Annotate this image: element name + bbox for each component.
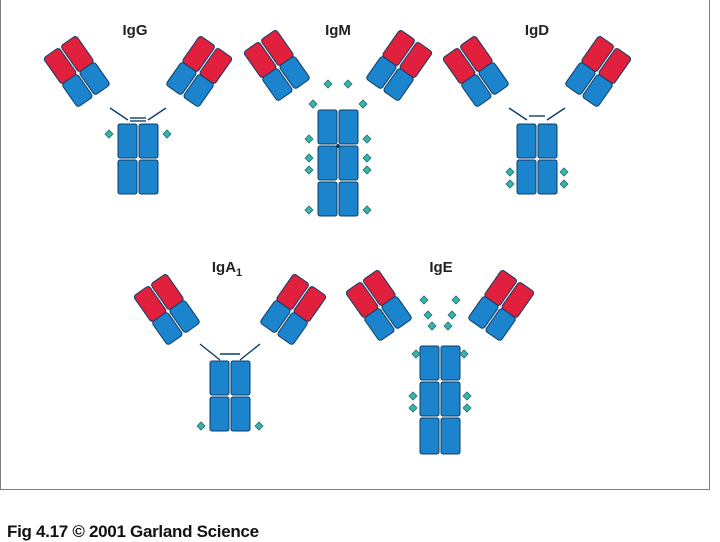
hinge-region xyxy=(109,107,167,122)
antibody-label-igd: IgD xyxy=(525,22,549,39)
fab-arm-left xyxy=(242,28,311,102)
antibody-igg: IgG xyxy=(42,22,234,195)
fc-stem xyxy=(209,360,251,432)
fab-arm-left xyxy=(441,34,510,108)
fab-arm-right xyxy=(564,34,633,108)
fab-arm-right xyxy=(467,268,536,342)
antibody-label-igm: IgM xyxy=(325,22,351,39)
glycan-group xyxy=(196,421,264,431)
fc-stem xyxy=(317,109,359,217)
glycan-group xyxy=(408,295,472,413)
antibody-igm: IgM xyxy=(242,22,434,217)
antibody-label-iga1: IgA1 xyxy=(212,259,242,279)
fab-arm-right xyxy=(165,34,234,108)
glycan-group xyxy=(104,129,172,139)
fc-stem xyxy=(419,345,461,455)
hinge-region xyxy=(199,343,261,361)
fab-arm-left xyxy=(42,34,111,108)
fab-arm-right xyxy=(259,272,328,346)
fab-arm-left xyxy=(344,268,413,342)
antibody-label-igg: IgG xyxy=(123,22,148,39)
glycan-group xyxy=(505,167,569,189)
hinge-region xyxy=(508,107,566,121)
glycan-group xyxy=(304,79,372,215)
fc-stem xyxy=(117,123,159,195)
antibody-igd: IgD xyxy=(441,22,633,195)
fab-arm-left xyxy=(132,272,201,346)
fc-stem xyxy=(516,123,558,195)
figure-caption: Fig 4.17 © 2001 Garland Science xyxy=(7,522,259,541)
fab-arm-right xyxy=(365,28,434,102)
antibody-iga1: IgA1 xyxy=(132,259,328,432)
antibody-ige: IgE xyxy=(344,259,536,455)
antibody-label-ige: IgE xyxy=(429,259,452,276)
